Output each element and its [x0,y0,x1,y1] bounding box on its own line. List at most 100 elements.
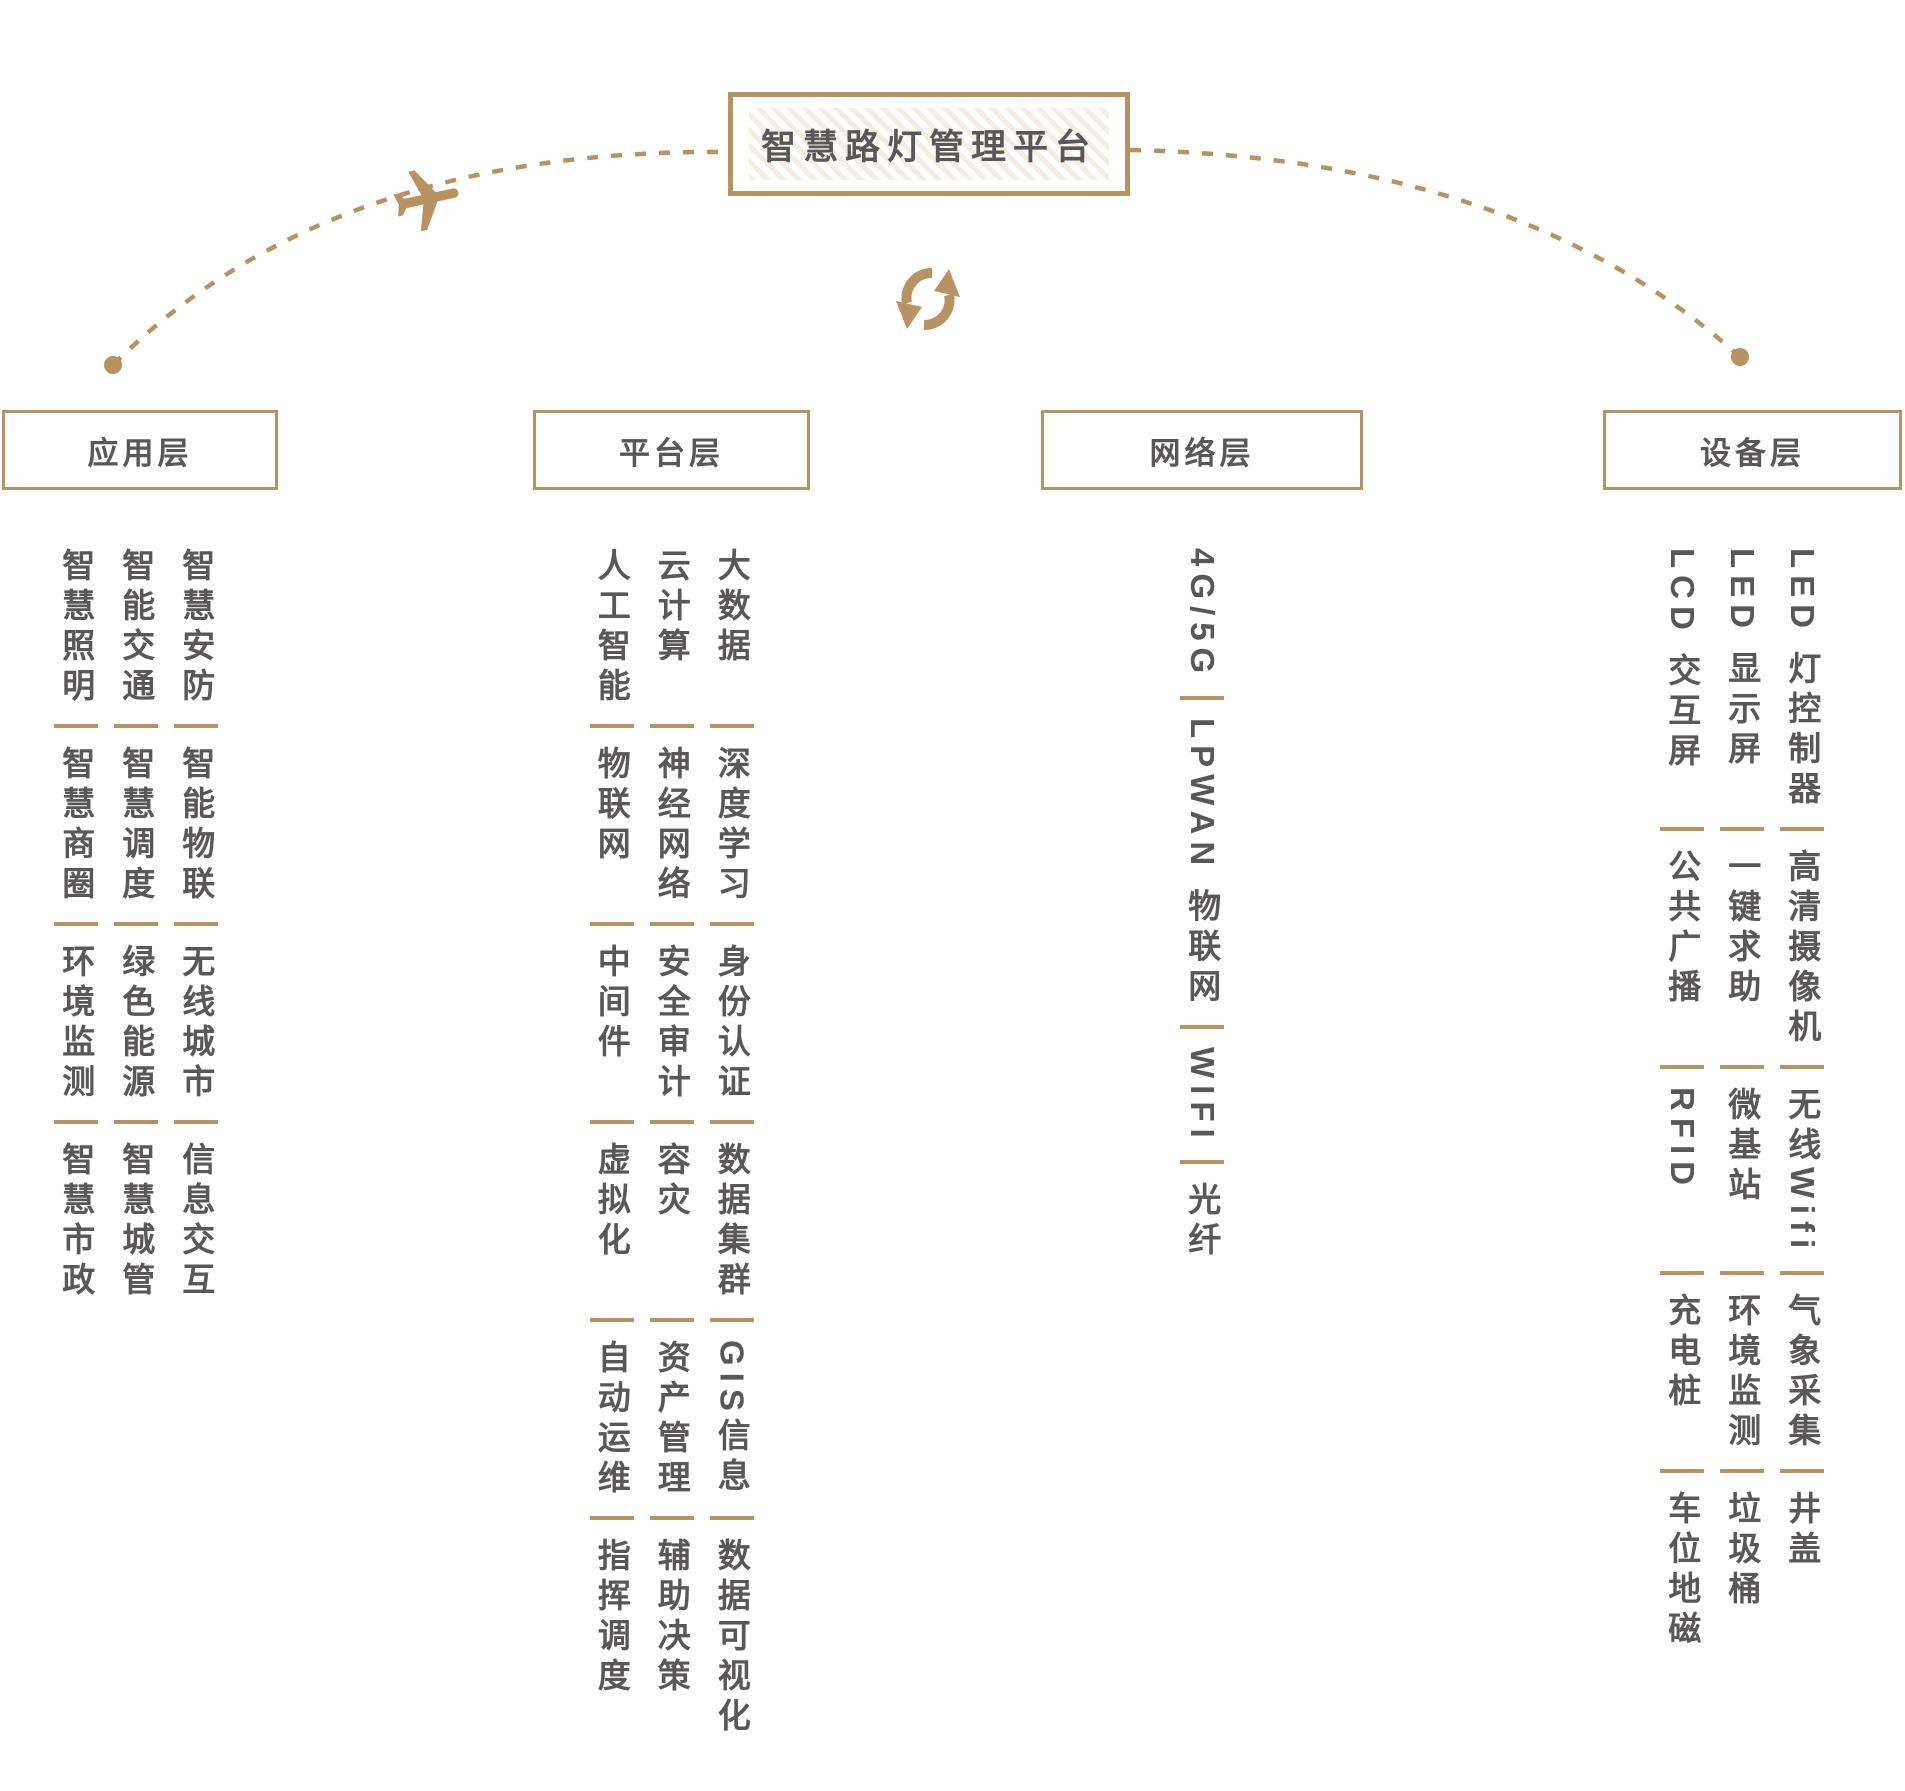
item-row: 中间件安全审计身份认证 [585,944,759,1104]
item-row: 4G/5G [1175,548,1229,680]
separator-cell [1175,1024,1229,1029]
item-separator [174,724,218,728]
item-cell: 车位地磁 [1655,1491,1709,1651]
layer-item: 垃圾桶 [1723,1491,1761,1612]
item-cell: 微基站 [1715,1087,1769,1207]
layer-item: 云计算 [653,548,691,668]
item-cell: LED 显示屏 [1715,548,1769,771]
platform-title-box: 智慧路灯管理平台 [728,92,1130,196]
separator-cell [1175,1160,1229,1165]
item-separator [709,1318,754,1322]
item-row: 自动运维资产管理 GIS信息 [585,1340,759,1500]
item-separator [114,724,158,728]
separator-row [1175,696,1229,701]
item-cell: 中间件 [585,944,639,1064]
item-cell: 资产管理 [645,1340,699,1500]
layer-item: 光纤 [1183,1182,1221,1263]
separator-cell [645,922,699,926]
item-cell: 智慧安防 [169,548,223,708]
item-cell: 智能交通 [109,548,163,708]
layer-item: 智能物联 [177,746,215,906]
item-cell: GIS信息 [705,1340,759,1498]
layer-item: 资产管理 [653,1340,691,1500]
item-separator [589,922,634,926]
layer-item: 智能交通 [117,548,155,708]
item-separator [1780,827,1824,832]
item-separator [649,1120,694,1124]
layer-item: 无线Wifi [1783,1087,1821,1256]
layer-item: 智慧商圈 [57,746,95,906]
separator-cell [585,922,639,926]
item-cell: 光纤 [1175,1182,1229,1262]
separator-cell [585,1120,639,1124]
separator-row [585,1516,759,1520]
item-separator [589,1120,634,1124]
item-separator [589,724,634,728]
layer-item: 智慧安防 [177,548,215,708]
layer-item: 辅助决策 [653,1538,691,1698]
item-cell: 无线Wifi [1775,1087,1829,1255]
separator-cell [49,1120,103,1124]
item-row: WIFI [1175,1047,1229,1145]
layer-item: 神经网络 [653,746,691,906]
separator-row [585,724,759,728]
separator-cell [1775,1065,1829,1070]
item-separator [1180,696,1224,701]
item-separator [1660,1065,1704,1070]
item-row: 公共广播一键求助高清摄像机 [1655,849,1829,1049]
separator-cell [705,922,759,926]
separator-cell [1715,1469,1769,1474]
item-separator [174,1120,218,1124]
layer-item: 高清摄像机 [1783,849,1821,1050]
layer-header-application: 应用层 [2,410,278,490]
layer-item: 智慧城管 [117,1142,155,1302]
separator-row [585,922,759,926]
separator-cell [169,1120,223,1124]
item-row: 物联网神经网络深度学习 [585,746,759,906]
item-separator [1660,827,1704,832]
layer-item: 自动运维 [593,1340,631,1500]
layer-item: 物联网 [593,746,631,866]
item-cell: 环境监测 [49,944,103,1104]
item-cell: 环境监测 [1715,1293,1769,1453]
layer-item: 深度学习 [713,746,751,906]
page-title: 智慧路灯管理平台 [760,127,1097,167]
left-dashed-arc [111,149,729,367]
separator-cell [109,922,163,926]
separator-row [49,922,223,926]
separator-cell [1715,1065,1769,1070]
layer-item: 充电桩 [1663,1293,1701,1414]
separator-cell [645,1120,699,1124]
item-row: 车位地磁垃圾桶井盖 [1655,1491,1829,1651]
item-cell: 智慧商圈 [49,746,103,906]
separator-cell [109,1120,163,1124]
separator-cell [705,1120,759,1124]
item-separator [709,1516,754,1520]
item-separator [1180,1024,1224,1029]
separator-cell [585,724,639,728]
item-cell: 神经网络 [645,746,699,906]
item-cell: 安全审计 [645,944,699,1104]
item-cell: 气象采集 [1775,1293,1829,1453]
separator-row [49,724,223,728]
item-cell: 指挥调度 [585,1538,639,1698]
item-cell: 自动运维 [585,1340,639,1500]
item-separator [1720,1469,1764,1474]
curve-endpoint-dot-right [1731,348,1749,366]
item-separator [709,1120,754,1124]
item-separator [54,922,98,926]
separator-cell [645,724,699,728]
layer-item: 环境监测 [57,944,95,1104]
item-separator [649,922,694,926]
layer-header-platform: 平台层 [533,410,810,490]
item-cell: 智慧市政 [49,1142,103,1302]
airplane-icon [393,170,459,232]
item-cell: LCD 交互屏 [1655,548,1709,773]
item-cell: 绿色能源 [109,944,163,1104]
separator-cell [1775,1271,1829,1276]
item-separator [649,724,694,728]
item-cell: 信息交互 [169,1142,223,1302]
item-separator [709,724,754,728]
layer-item: 数据可视化 [713,1538,751,1738]
